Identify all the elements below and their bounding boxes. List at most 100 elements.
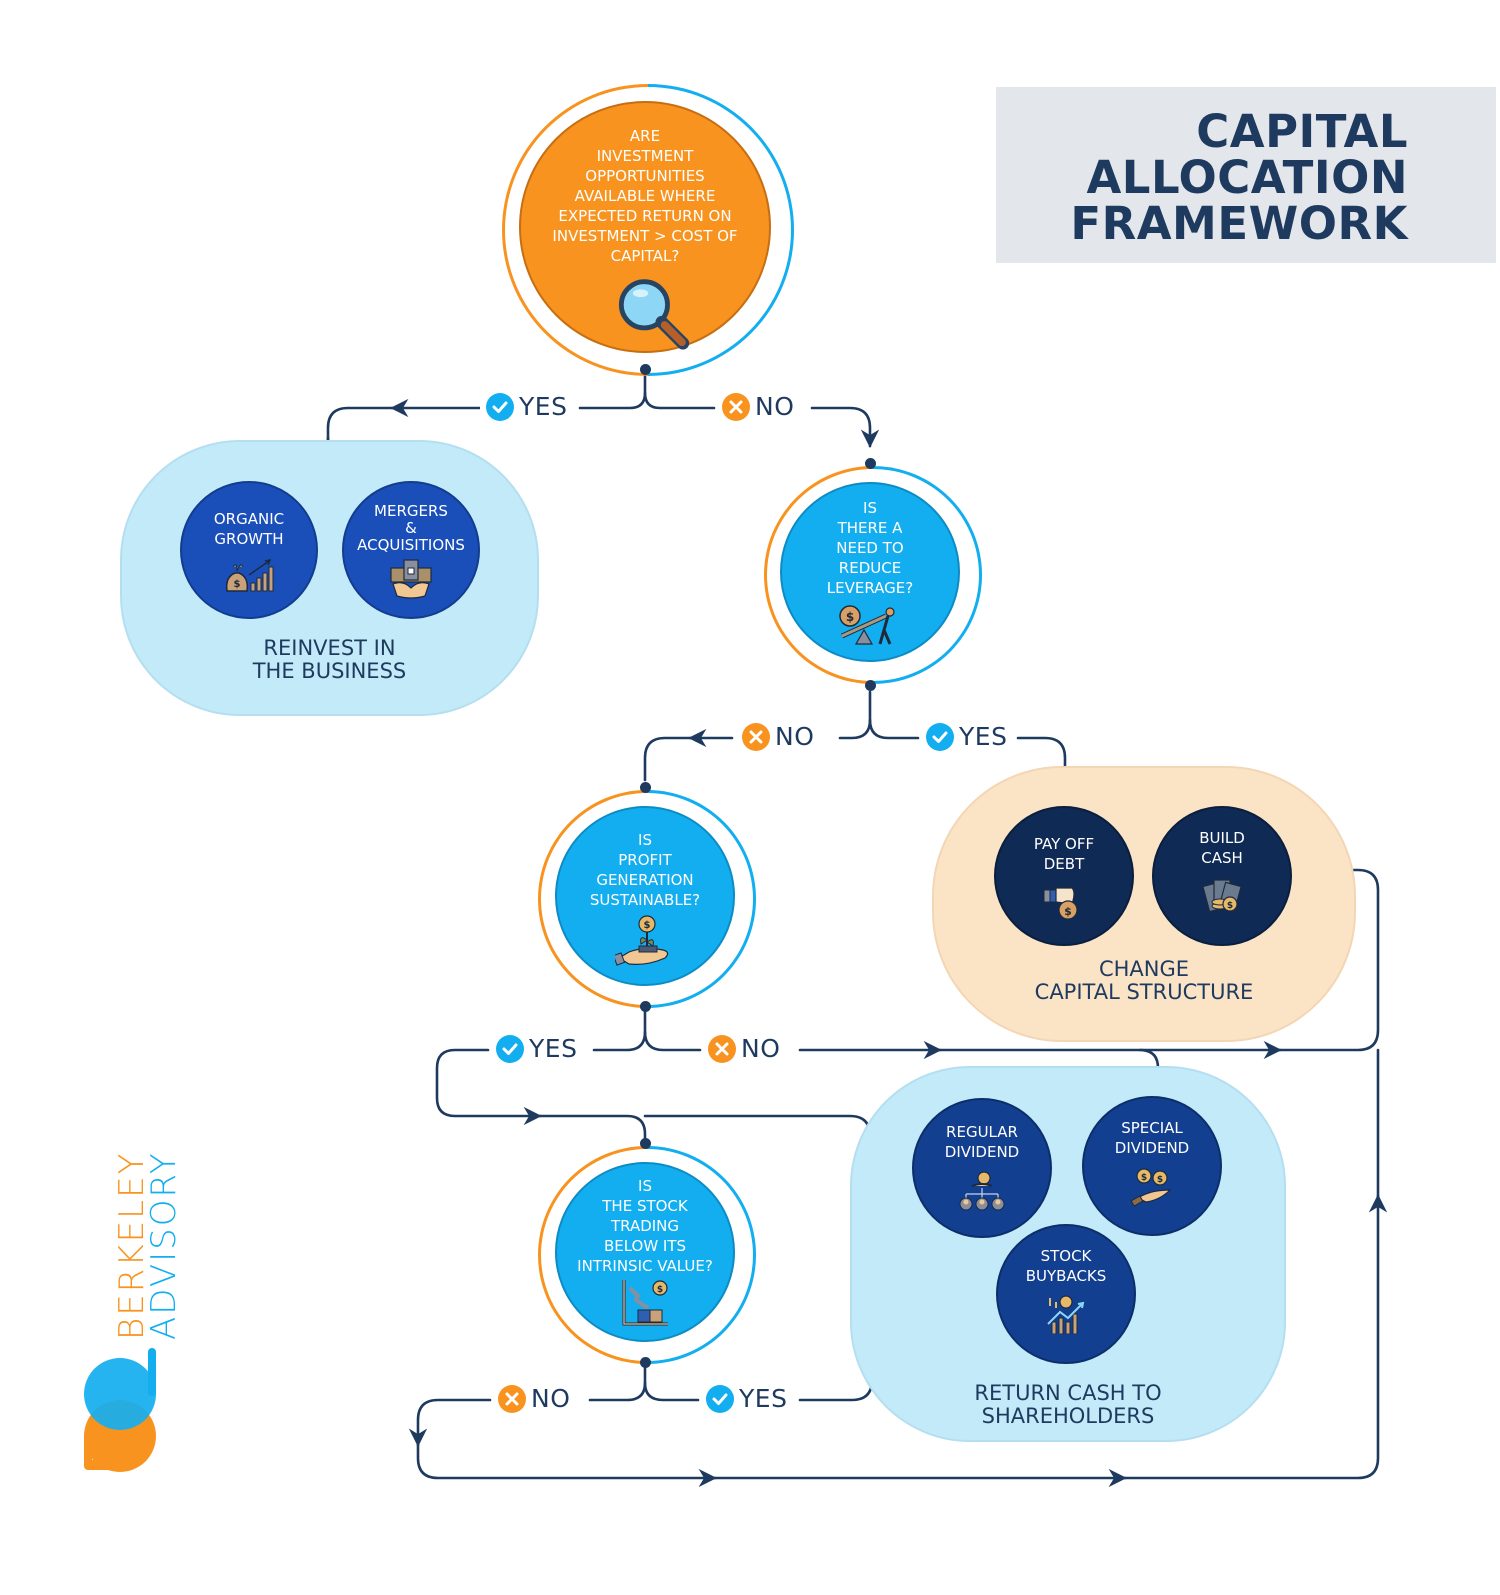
q4-branch-r bbox=[643, 1381, 700, 1402]
option-stock-buybacks[interactable]: STOCK BUYBACKS bbox=[996, 1224, 1136, 1364]
handshake-building-icon bbox=[390, 559, 432, 599]
option-line: BUILD bbox=[1199, 829, 1245, 847]
question-1-node[interactable]: ARE INVESTMENT OPPORTUNITIES AVAILABLE W… bbox=[519, 101, 771, 353]
question-line: INVESTMENT bbox=[596, 147, 694, 165]
question-2-connector-dot bbox=[865, 680, 876, 691]
stock-decline-chart-icon: $ bbox=[622, 1280, 668, 1326]
question-line: IS bbox=[638, 1177, 652, 1195]
q1-branch-stem bbox=[578, 374, 647, 410]
question-line: GENERATION bbox=[596, 871, 694, 889]
q4-no-connector-2 bbox=[416, 1443, 717, 1488]
answer-text: NO bbox=[531, 1384, 571, 1413]
group-label: RETURN CASH TO SHAREHOLDERS bbox=[852, 1382, 1284, 1428]
q2-yes-connector bbox=[1016, 736, 1075, 802]
option-mergers-acquisitions[interactable]: MERGERS & ACQUISITIONS bbox=[342, 481, 480, 619]
buyback-chart-icon bbox=[1047, 1295, 1085, 1334]
q2-branch-r bbox=[868, 718, 920, 740]
question-4-connector-dot bbox=[640, 1357, 651, 1368]
x-icon bbox=[708, 1034, 736, 1063]
dividend-shareholders-icon bbox=[959, 1171, 1005, 1211]
q2-no-connector-2 bbox=[643, 736, 692, 782]
answer-text: NO bbox=[741, 1034, 781, 1063]
option-build-cash[interactable]: BUILD CASH $ bbox=[1152, 806, 1292, 946]
question-2-text: IS THERE A NEED TO REDUCE LEVERAGE? bbox=[827, 498, 913, 598]
q1-no-label: NO bbox=[716, 392, 801, 421]
answer-text: YES bbox=[519, 392, 568, 421]
check-icon bbox=[926, 722, 954, 751]
question-3-node[interactable]: IS PROFIT GENERATION SUSTAINABLE? $ bbox=[555, 806, 735, 986]
question-1-text: ARE INVESTMENT OPPORTUNITIES AVAILABLE W… bbox=[552, 126, 737, 266]
question-1-connector-dot bbox=[640, 364, 651, 375]
answer-text: NO bbox=[755, 392, 795, 421]
svg-text:$: $ bbox=[657, 1285, 663, 1295]
option-regular-dividend[interactable]: REGULAR DIVIDEND bbox=[912, 1098, 1052, 1238]
answer-text: YES bbox=[529, 1034, 578, 1063]
logo-text-advisory: ADVISORY bbox=[144, 1151, 184, 1340]
logo-mark-icon bbox=[84, 1348, 156, 1472]
option-pay-off-debt[interactable]: PAY OFF DEBT $ bbox=[994, 806, 1134, 946]
page-title: CAPITAL ALLOCATION FRAMEWORK bbox=[1070, 109, 1408, 247]
q3-branch-r bbox=[643, 1030, 702, 1052]
answer-text: NO bbox=[775, 722, 815, 751]
option-line: BUYBACKS bbox=[1025, 1267, 1107, 1285]
q2-yes-label: YES bbox=[920, 722, 1014, 751]
question-line: LEVERAGE? bbox=[826, 579, 914, 597]
question-line: SUSTAINABLE? bbox=[589, 891, 701, 909]
option-line: ACQUISITIONS bbox=[357, 536, 465, 554]
option-line: GROWTH bbox=[214, 530, 284, 548]
question-2-top-dot bbox=[865, 458, 876, 469]
title-line: FRAMEWORK bbox=[1070, 197, 1408, 250]
title-line: CAPITAL bbox=[1196, 105, 1408, 158]
option-label: ORGANIC GROWTH bbox=[214, 509, 284, 549]
q1-no-connector bbox=[810, 406, 880, 448]
check-icon bbox=[486, 392, 514, 421]
group-label-line: REINVEST IN bbox=[263, 636, 396, 660]
question-line: PROFIT bbox=[618, 851, 672, 869]
question-line: INVESTMENT > COST OF bbox=[552, 227, 738, 245]
option-line: REGULAR bbox=[946, 1123, 1018, 1141]
question-line: IS bbox=[638, 831, 652, 849]
q4-yes-label: YES bbox=[700, 1384, 794, 1413]
svg-text:$: $ bbox=[644, 920, 651, 931]
question-4-text: IS THE STOCK TRADING BELOW ITS INTRINSIC… bbox=[577, 1176, 713, 1276]
question-4-node[interactable]: IS THE STOCK TRADING BELOW ITS INTRINSIC… bbox=[555, 1162, 735, 1342]
question-line: IS bbox=[863, 499, 877, 517]
question-2-node[interactable]: IS THERE A NEED TO REDUCE LEVERAGE? $ bbox=[780, 482, 960, 662]
option-special-dividend[interactable]: SPECIAL DIVIDEND $ $ bbox=[1082, 1096, 1222, 1236]
question-line: OPPORTUNITIES bbox=[585, 167, 705, 185]
group-label-line: SHAREHOLDERS bbox=[981, 1404, 1155, 1428]
money-plant-hand-icon: $ bbox=[615, 915, 669, 966]
q1-yes-label: YES bbox=[480, 392, 574, 421]
question-line: THERE A bbox=[837, 519, 903, 537]
option-line: STOCK bbox=[1040, 1247, 1092, 1265]
q3-no-to-build-cash bbox=[1278, 860, 1380, 1052]
x-icon bbox=[722, 392, 750, 421]
option-label: STOCK BUYBACKS bbox=[1026, 1246, 1107, 1286]
group-label: CHANGE CAPITAL STRUCTURE bbox=[934, 958, 1354, 1004]
coins-hand-icon: $ $ bbox=[1130, 1168, 1172, 1207]
group-reinvest-in-business: REINVEST IN THE BUSINESS bbox=[120, 440, 539, 716]
option-line: & bbox=[405, 519, 417, 537]
question-line: ARE bbox=[629, 127, 661, 145]
option-line: CASH bbox=[1201, 849, 1243, 867]
q3-branch bbox=[592, 1010, 647, 1052]
q4-branch bbox=[588, 1366, 647, 1402]
question-4-top-dot bbox=[640, 1138, 651, 1149]
group-label-line: RETURN CASH TO bbox=[974, 1381, 1162, 1405]
option-label: BUILD CASH bbox=[1199, 828, 1245, 868]
q1-branch-stem-right bbox=[643, 391, 716, 410]
question-3-text: IS PROFIT GENERATION SUSTAINABLE? bbox=[590, 830, 700, 910]
option-label: PAY OFF DEBT bbox=[1034, 834, 1094, 874]
option-line: DIVIDEND bbox=[944, 1143, 1020, 1161]
option-organic-growth[interactable]: ORGANIC GROWTH $ bbox=[180, 481, 318, 619]
q3-yes-connector bbox=[435, 1048, 542, 1126]
check-icon bbox=[706, 1384, 734, 1413]
x-icon bbox=[498, 1384, 526, 1413]
group-label-line: CHANGE bbox=[1098, 957, 1190, 981]
answer-text: YES bbox=[959, 722, 1008, 751]
option-line: DIVIDEND bbox=[1114, 1139, 1190, 1157]
question-line: AVAILABLE WHERE bbox=[574, 187, 716, 205]
option-line: DEBT bbox=[1043, 855, 1085, 873]
